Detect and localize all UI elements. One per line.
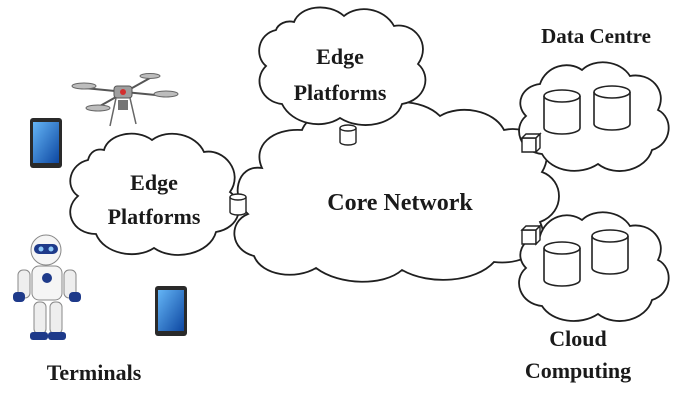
database-icon bbox=[543, 89, 581, 135]
cloud-computing-label-line1: Cloud bbox=[549, 326, 606, 351]
switch-cube-icon bbox=[520, 224, 542, 246]
edge-platforms-top-cloud bbox=[258, 6, 427, 126]
edge-platforms-left-cloud bbox=[69, 132, 240, 256]
data-centre-label: Data Centre bbox=[541, 24, 651, 48]
router-cylinder-icon bbox=[339, 124, 357, 146]
database-icon bbox=[543, 241, 581, 287]
edge-left-label-line2: Platforms bbox=[108, 204, 201, 229]
database-icon bbox=[593, 85, 631, 131]
switch-cube-icon bbox=[520, 132, 542, 154]
core-network-label: Core Network bbox=[327, 190, 473, 216]
edge-left-label-line1: Edge bbox=[130, 170, 178, 195]
router-cylinder-icon bbox=[229, 193, 247, 216]
cloud-computing-label-line2: Computing bbox=[525, 358, 631, 383]
database-icon bbox=[591, 229, 629, 275]
terminals-label: Terminals bbox=[47, 360, 142, 385]
edge-top-label-line2: Platforms bbox=[294, 80, 387, 105]
drone-icon bbox=[71, 73, 179, 127]
tablet-icon bbox=[30, 118, 62, 168]
edge-top-label-line1: Edge bbox=[316, 44, 364, 69]
robot-icon bbox=[13, 234, 81, 340]
tablet-icon bbox=[155, 286, 187, 336]
